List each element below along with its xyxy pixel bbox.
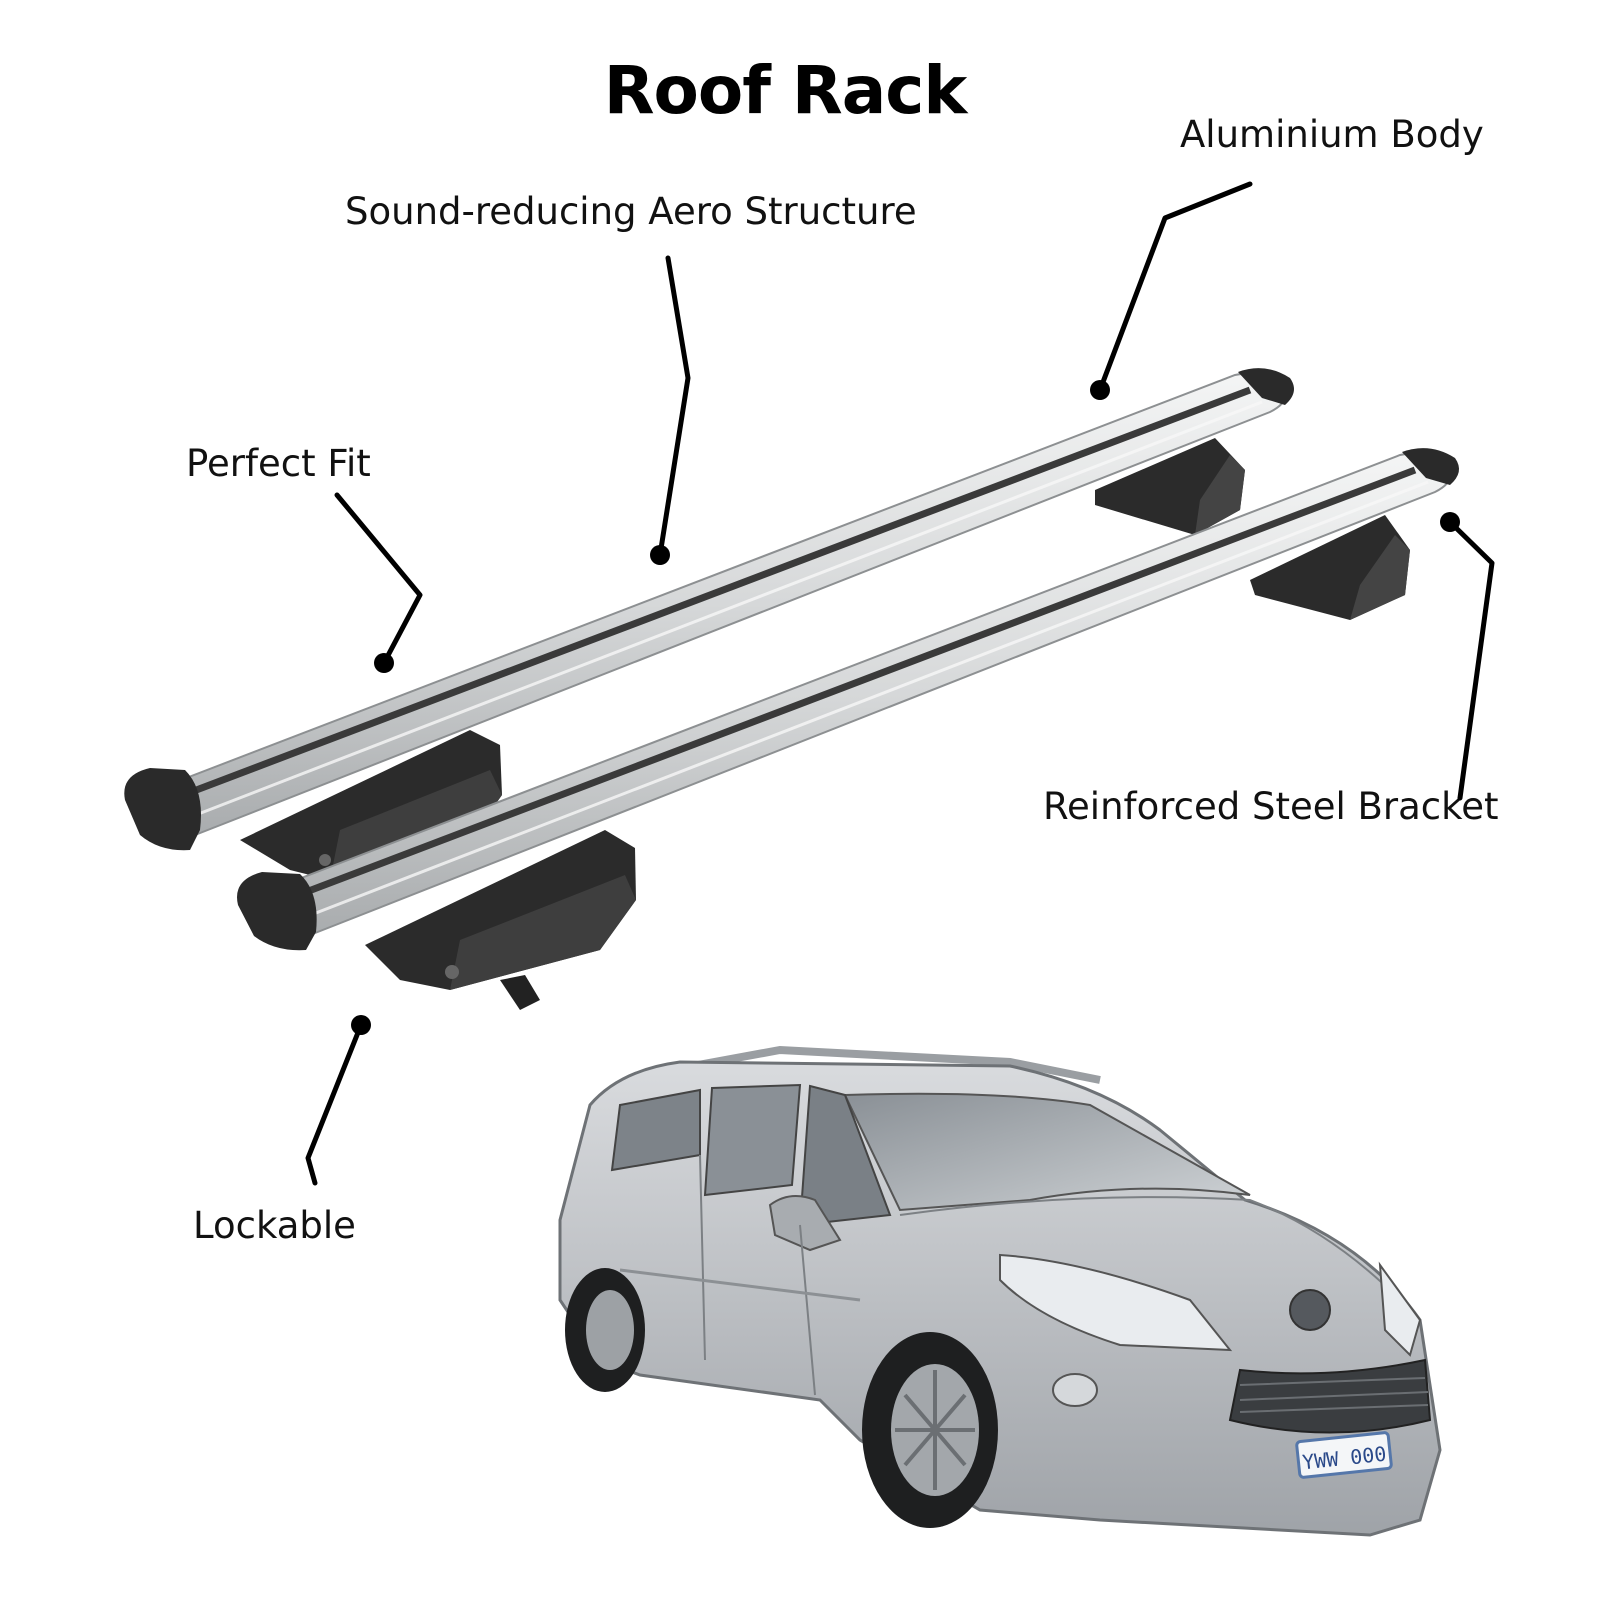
callout-label-perfect-fit: Perfect Fit [186, 442, 371, 485]
roof-bar-back [124, 368, 1294, 851]
car-illustration: YWW 000 [558, 1045, 1442, 1537]
leader-dot-steel-bracket [1440, 512, 1460, 532]
callout-label-steel-bracket: Reinforced Steel Bracket [1043, 785, 1499, 828]
leader-line-steel-bracket [1447, 519, 1495, 801]
page-title: Roof Rack [603, 52, 968, 129]
car-badge-icon [1289, 1289, 1331, 1331]
leader-line-lockable [305, 1022, 364, 1186]
rear-wheel [565, 1268, 645, 1392]
leader-line-aluminium [1097, 181, 1253, 393]
callout-label-aluminium-body: Aluminium Body [1180, 113, 1484, 156]
leader-line-aero [657, 255, 691, 558]
rear-bracket-back [1095, 438, 1245, 535]
license-plate: YWW 000 [1295, 1431, 1393, 1479]
front-bracket-front [365, 830, 636, 1010]
leader-dot-aluminium [1090, 380, 1110, 400]
callout-label-aero-structure: Sound-reducing Aero Structure [345, 190, 917, 233]
leader-dot-perfect-fit [374, 653, 394, 673]
callout-label-lockable: Lockable [193, 1204, 356, 1247]
roof-bar-front [237, 448, 1459, 951]
front-wheel [862, 1332, 998, 1528]
leader-dot-lockable [351, 1015, 371, 1035]
leader-dot-aero [650, 545, 670, 565]
rear-bracket-front [1250, 515, 1410, 620]
leader-line-perfect-fit [334, 492, 423, 666]
